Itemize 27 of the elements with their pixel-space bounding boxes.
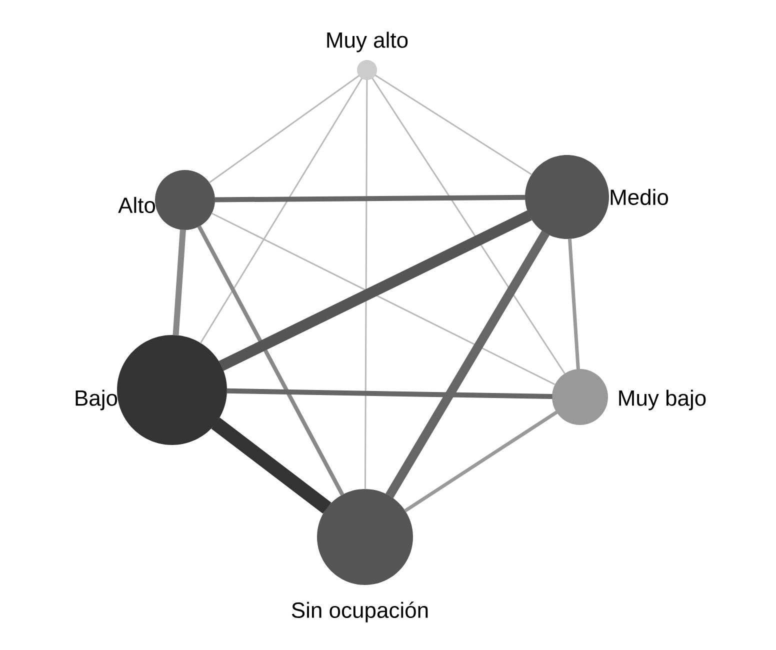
edge-line: [364, 80, 368, 490]
network-node: [117, 334, 227, 445]
edge-line: [211, 418, 332, 514]
edge-line: [386, 230, 550, 498]
edge-line: [208, 75, 360, 184]
edge-line: [197, 225, 344, 496]
node-label: Medio: [610, 188, 668, 206]
edge-line: [211, 212, 556, 386]
edge-line: [568, 238, 580, 370]
node-label: Muy alto: [327, 32, 408, 52]
edge-line: [218, 210, 532, 371]
edge-line: [200, 78, 363, 344]
node-label: Bajo: [76, 390, 118, 410]
edge-line: [374, 74, 532, 176]
edge-line: [172, 229, 186, 336]
network-node: [155, 170, 215, 230]
edge-line: [226, 388, 552, 399]
edge-line: [404, 410, 558, 512]
network-node: [552, 369, 608, 425]
node-label: Alto: [118, 196, 156, 214]
network-node: [317, 488, 413, 585]
network-node: [525, 155, 609, 239]
node-label: Muy bajo: [619, 390, 706, 410]
edge-line: [372, 78, 566, 374]
network-node: [357, 60, 377, 80]
node-label: Sin ocupación: [292, 602, 428, 622]
edge-line: [214, 194, 526, 202]
